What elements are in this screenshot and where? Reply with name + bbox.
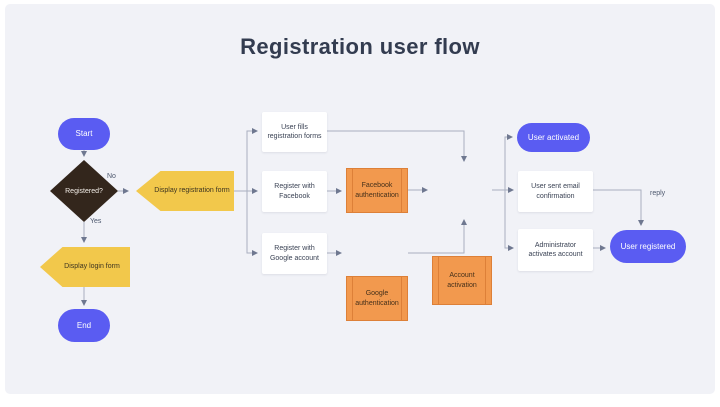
node-facebook-authentication-label: Facebook authentication <box>355 182 399 199</box>
node-start-label: Start <box>75 129 93 139</box>
node-end-label: End <box>76 320 92 330</box>
node-registered-label: Registered? <box>65 187 103 195</box>
node-account-activation: Account activation <box>432 256 492 305</box>
node-administrator-activates-account: Administrator activates account <box>518 229 593 271</box>
node-start: Start <box>58 118 110 150</box>
node-user-sent-email-confirmation-label: User sent email confirmation <box>531 183 580 200</box>
node-display-registration-form-label: Display registration form <box>154 186 230 194</box>
node-account-activation-label: Account activation <box>447 272 477 289</box>
node-facebook-authentication: Facebook authentication <box>346 168 408 213</box>
node-user-activated: User activated <box>517 123 590 152</box>
edge-label-yes: Yes <box>90 218 102 225</box>
edge-label-reply: reply <box>650 190 666 197</box>
node-display-registration-form: Display registration form <box>136 171 234 211</box>
edge-label-no: No <box>107 173 116 180</box>
node-registered-decision: Registered? <box>50 160 118 222</box>
decision-diamond-shape: Registered? <box>50 160 118 222</box>
node-user-fills-registration-forms-label: User fills registration forms <box>267 123 322 140</box>
node-google-authentication-label: Google authentication <box>355 290 399 307</box>
node-administrator-activates-account-label: Administrator activates account <box>528 241 583 258</box>
node-user-registered: User registered <box>610 230 686 263</box>
page-title: Registration user flow <box>240 34 480 59</box>
node-register-with-facebook: Register with Facebook <box>262 171 327 212</box>
node-google-authentication: Google authentication <box>346 276 408 321</box>
node-end: End <box>58 309 110 342</box>
node-register-with-google-account: Register with Google account <box>262 233 327 274</box>
node-user-registered-label: User registered <box>620 241 676 251</box>
node-user-fills-registration-forms: User fills registration forms <box>262 112 327 152</box>
node-user-sent-email-confirmation: User sent email confirmation <box>518 171 593 212</box>
node-register-with-google-account-label: Register with Google account <box>269 245 320 262</box>
node-register-with-facebook-label: Register with Facebook <box>274 183 315 200</box>
node-display-login-form-label: Display login form <box>64 262 120 270</box>
node-user-activated-label: User activated <box>527 132 580 142</box>
